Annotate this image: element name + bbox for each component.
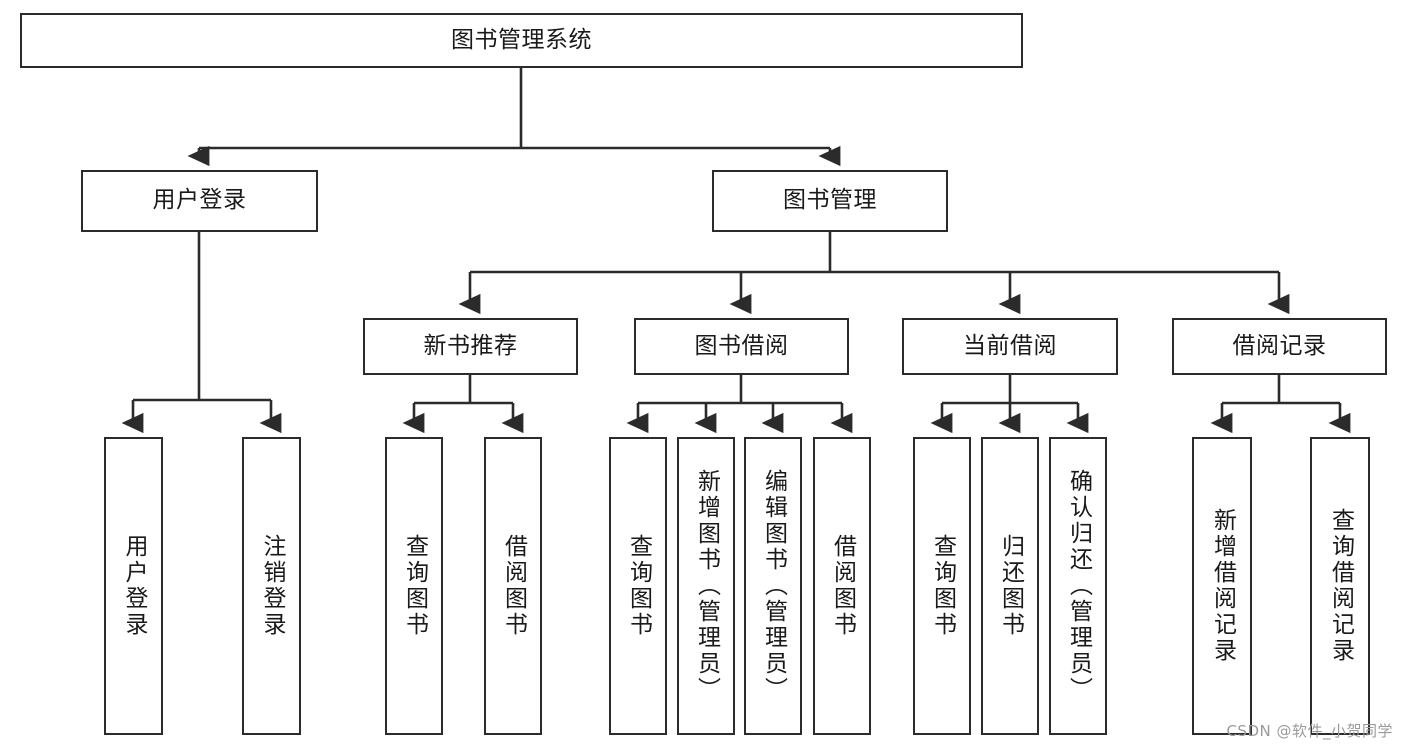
leaf-return-book[interactable]: 归还图书	[981, 437, 1039, 735]
node-label: 新书推荐	[423, 332, 518, 359]
node-label: 借阅图书	[829, 534, 856, 638]
leaf-borrow-book[interactable]: 借阅图书	[813, 437, 871, 735]
leaf-borrow-book-recommend[interactable]: 借阅图书	[484, 437, 542, 735]
node-new-book-recommend[interactable]: 新书推荐	[363, 318, 578, 375]
node-label: 新增图书（管理员）	[693, 469, 720, 703]
node-label: 编辑图书（管理员）	[760, 469, 787, 703]
node-label: 借阅记录	[1232, 332, 1327, 359]
node-label: 查询图书	[401, 534, 428, 638]
node-label: 归还图书	[997, 534, 1024, 638]
leaf-query-book-recommend[interactable]: 查询图书	[385, 437, 443, 735]
node-label: 查询借阅记录	[1327, 508, 1354, 664]
node-label: 查询图书	[625, 534, 652, 638]
leaf-add-book-admin[interactable]: 新增图书（管理员）	[677, 437, 735, 735]
csdn-watermark: CSDN @软件_小贺同学	[1226, 722, 1393, 740]
node-book-borrow[interactable]: 图书借阅	[634, 318, 849, 375]
node-label: 图书管理	[783, 187, 877, 214]
node-current-borrow[interactable]: 当前借阅	[902, 318, 1118, 375]
node-label: 查询图书	[929, 534, 956, 638]
node-label: 新增借阅记录	[1209, 508, 1236, 664]
node-label: 借阅图书	[500, 534, 527, 638]
node-borrow-record[interactable]: 借阅记录	[1172, 318, 1387, 375]
node-user-login[interactable]: 用户登录	[81, 170, 318, 232]
leaf-user-login[interactable]: 用户登录	[104, 437, 163, 735]
leaf-query-book-borrow[interactable]: 查询图书	[609, 437, 667, 735]
node-label: 用户登录	[121, 534, 147, 638]
node-label: 图书管理系统	[451, 26, 592, 53]
node-book-manage[interactable]: 图书管理	[712, 170, 948, 232]
node-label: 图书借阅	[694, 332, 789, 359]
leaf-add-borrow-record[interactable]: 新增借阅记录	[1192, 437, 1252, 735]
node-label: 确认归还（管理员）	[1065, 469, 1092, 703]
leaf-confirm-return-admin[interactable]: 确认归还（管理员）	[1049, 437, 1107, 735]
node-label: 用户登录	[152, 187, 247, 214]
leaf-query-borrow-record[interactable]: 查询借阅记录	[1310, 437, 1370, 735]
leaf-user-logout[interactable]: 注销登录	[242, 437, 301, 735]
node-label: 当前借阅	[963, 332, 1057, 359]
node-root-system[interactable]: 图书管理系统	[20, 13, 1023, 68]
leaf-query-book-current[interactable]: 查询图书	[913, 437, 971, 735]
leaf-edit-book-admin[interactable]: 编辑图书（管理员）	[744, 437, 802, 735]
node-label: 注销登录	[259, 534, 285, 638]
